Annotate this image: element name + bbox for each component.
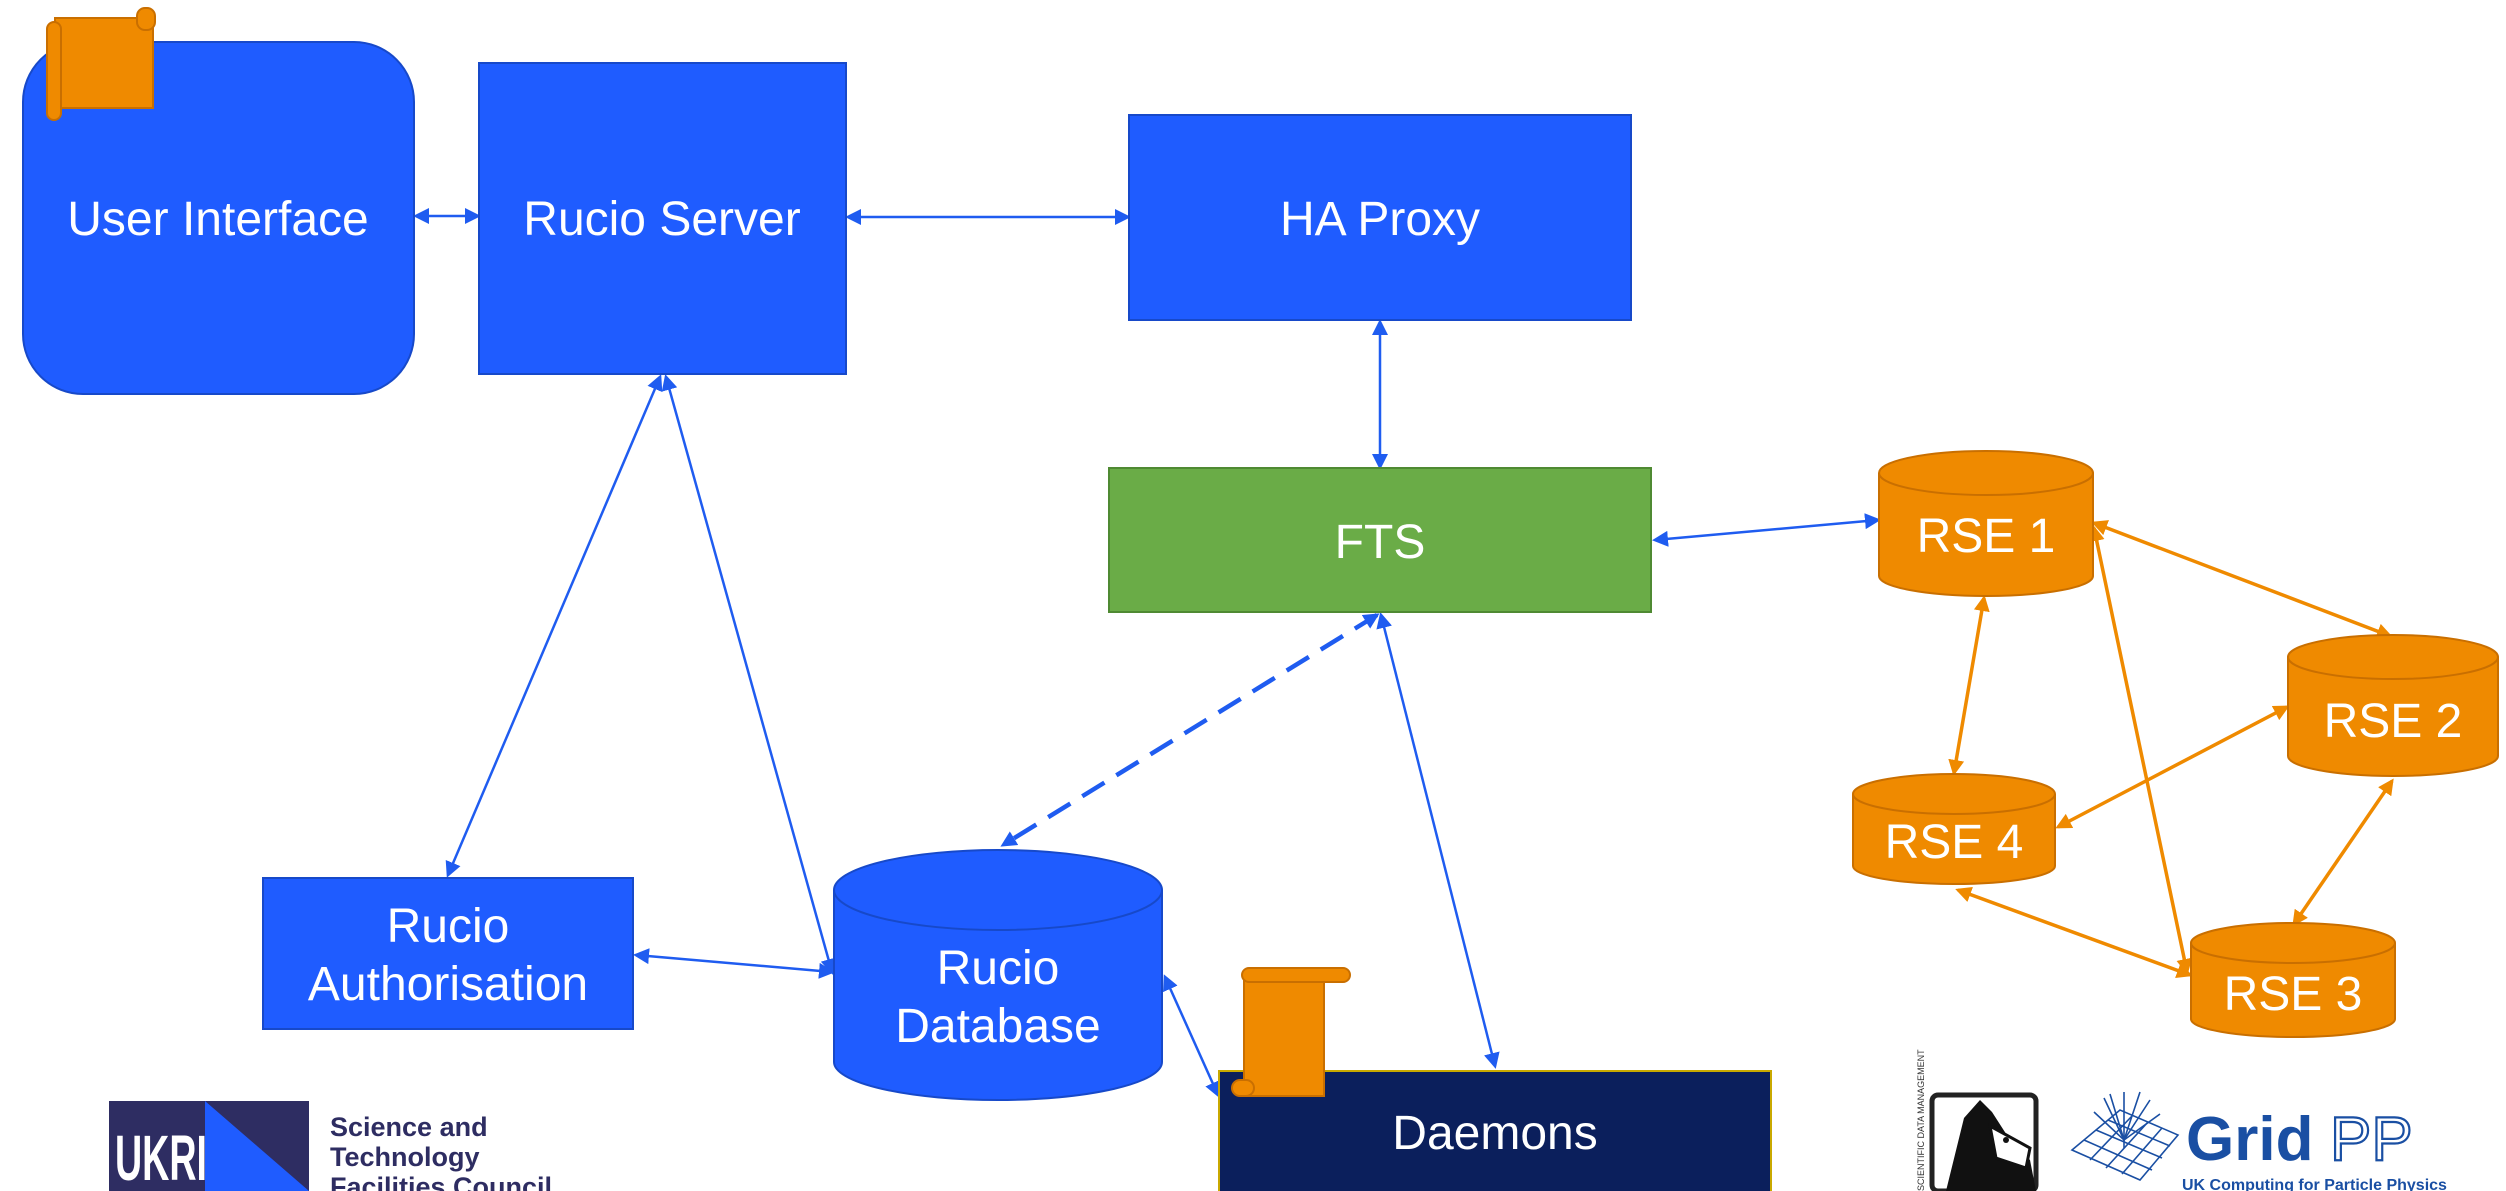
rucio-database-node: Rucio Database [833,849,1163,1101]
stfc-line1: Science and [330,1112,488,1142]
rse2-node: RSE 2 [2287,634,2499,777]
arrow-rse1-rse3 [2088,525,2193,975]
fts-label: FTS [1335,516,1426,569]
scroll-icon [46,7,156,121]
rucio-authorisation-node: Rucio Authorisation [262,877,634,1030]
arrow-rse1-rse2 [2091,520,2393,639]
arrow-server-database [661,374,837,975]
ha-proxy-node: HA Proxy [1128,114,1632,321]
arrow-fts-daemons [1376,612,1500,1069]
arrow-database-daemons [1163,974,1220,1098]
rse4-node: RSE 4 [1852,773,2056,885]
ha-proxy-label: HA Proxy [1280,193,1480,246]
rse1-node: RSE 1 [1878,450,2094,597]
arrow-rse1-rse4 [1948,595,1990,776]
connectors [413,208,1881,1098]
rse-connectors [1948,520,2394,979]
user-interface-node: User Interface [22,41,415,395]
gridpp-grid-text: Grid [2186,1105,2313,1174]
gridpp-mesh-icon [2070,1091,2180,1181]
stfc-line2: Technology [330,1142,480,1172]
arrow-fts-database-dashed [1000,613,1380,847]
rse2-label: RSE 2 [2324,695,2463,748]
daemons-label: Daemons [1392,1107,1597,1160]
rucio-server-label: Rucio Server [523,193,800,246]
rucio-database-label-line2: Database [895,1000,1100,1053]
scroll-icon [1231,967,1351,1097]
rucio-server-node: Rucio Server [478,62,847,375]
stfc-ukri-logo: UKRI Science and Technology Facilities C… [109,1101,552,1191]
rucio-vertical-text: SCIENTIFIC DATA MANAGEMENT [1916,1049,1926,1191]
arrow-fts-rse1 [1652,513,1881,547]
gridpp-pp-text: PP [2330,1105,2413,1174]
arrow-rse2-rse4 [2055,705,2290,829]
rucio-authorisation-label-line1: Rucio [387,900,510,953]
user-interface-label: User Interface [67,193,368,246]
rse1-label: RSE 1 [1917,510,2056,563]
rse4-label: RSE 4 [1885,816,2024,869]
rse3-node: RSE 3 [2190,922,2396,1038]
arrow-rse2-rse3 [2292,778,2394,927]
rucio-llama-logo: SCIENTIFIC DATA MANAGEMENT [1916,1049,2039,1191]
gridpp-logo: Grid PP UK Computing for Particle Physic… [2070,1091,2447,1191]
ukri-mark: UKRI [115,1122,207,1191]
arrow-server-auth [445,374,663,878]
rucio-database-label-line1: Rucio [937,942,1060,995]
fts-node: FTS [1108,467,1652,613]
rse3-label: RSE 3 [2224,968,2363,1021]
rucio-llama-icon [1929,1092,2039,1191]
arrow-rse4-rse3 [1955,886,2193,979]
stfc-line3: Facilities Council [330,1172,552,1191]
arrow-auth-database [633,948,835,979]
gridpp-tagline: UK Computing for Particle Physics [2182,1177,2447,1191]
rucio-authorisation-label-line2: Authorisation [308,958,588,1011]
